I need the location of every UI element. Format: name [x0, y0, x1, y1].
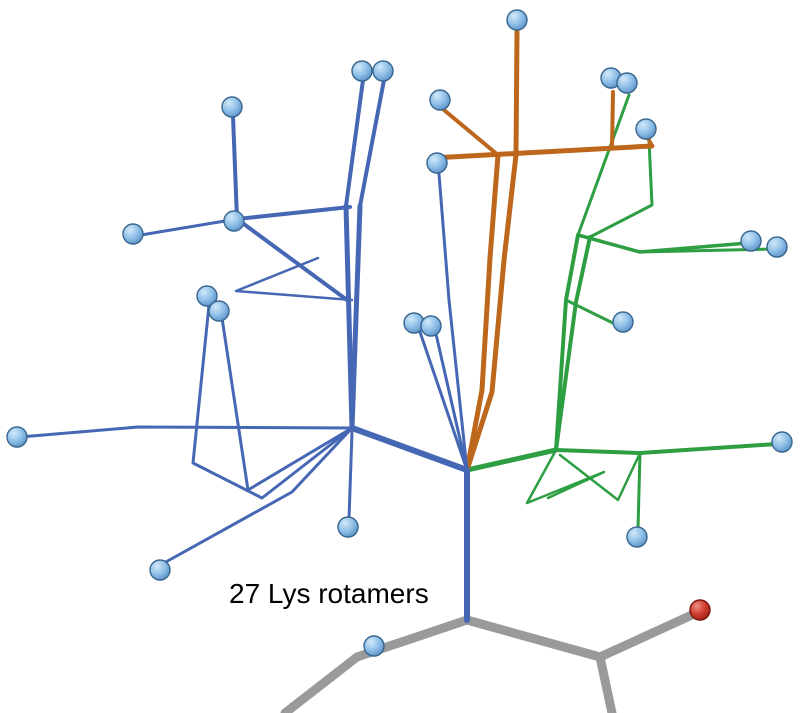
bond-orange [513, 29, 520, 158]
bond-blue [418, 330, 469, 472]
oxygen-atom[interactable] [689, 599, 711, 621]
bond-blue [437, 172, 469, 472]
bond-blue [18, 425, 354, 439]
nitrogen-atom[interactable] [221, 96, 243, 118]
bond-blue [347, 430, 354, 521]
bond-orange [464, 152, 501, 473]
bond-gray [595, 609, 699, 662]
nitrogen-atom[interactable] [6, 426, 28, 448]
nitrogen-atom[interactable] [612, 311, 634, 333]
nitrogen-atom[interactable] [420, 315, 442, 337]
bond-blue [139, 217, 239, 237]
nitrogen-atom[interactable] [363, 635, 385, 657]
bond-blue [358, 78, 386, 208]
nitrogen-atom[interactable] [196, 285, 218, 307]
bond-blue [234, 256, 354, 302]
nitrogen-atom[interactable] [351, 60, 373, 82]
bond-blue [191, 303, 354, 500]
bond-orange [442, 108, 500, 157]
bond-orange [429, 143, 655, 161]
nitrogen-atom[interactable] [122, 223, 144, 245]
bond-green [636, 451, 642, 531]
bond-green [576, 93, 631, 237]
nitrogen-atom[interactable] [429, 89, 451, 111]
nitrogen-atom[interactable] [506, 9, 528, 31]
nitrogen-atom[interactable] [616, 72, 638, 94]
nitrogen-atom[interactable] [337, 516, 359, 538]
bond-blue [349, 203, 363, 431]
bond-blue [220, 316, 354, 492]
bond-blue [162, 426, 354, 565]
rotamer-count-label: 27 Lys rotamers [229, 578, 429, 609]
atom-layer [6, 9, 793, 657]
bond-blue [344, 78, 365, 208]
bond-green [564, 298, 621, 328]
bond-orange [610, 90, 615, 150]
nitrogen-atom[interactable] [372, 60, 394, 82]
nitrogen-atom[interactable] [149, 559, 171, 581]
bond-gray [280, 615, 617, 713]
nitrogen-atom[interactable] [766, 236, 788, 258]
nitrogen-atom[interactable] [740, 230, 762, 252]
bond-green [525, 448, 606, 505]
nitrogen-atom[interactable] [223, 210, 245, 232]
nitrogen-atom[interactable] [635, 118, 657, 140]
bond-blue [235, 205, 352, 221]
bond-blue [349, 425, 470, 473]
nitrogen-atom[interactable] [426, 152, 448, 174]
bond-orange [464, 152, 519, 473]
bond-blue [434, 332, 469, 472]
nitrogen-atom[interactable] [626, 526, 648, 548]
bond-green [464, 447, 559, 473]
nitrogen-atom[interactable] [208, 300, 230, 322]
nitrogen-atom[interactable] [771, 431, 793, 453]
bond-layer [18, 29, 779, 713]
bond-green [588, 138, 654, 239]
bond-green [554, 235, 592, 452]
bond-green [554, 442, 779, 455]
bond-green [558, 451, 642, 502]
